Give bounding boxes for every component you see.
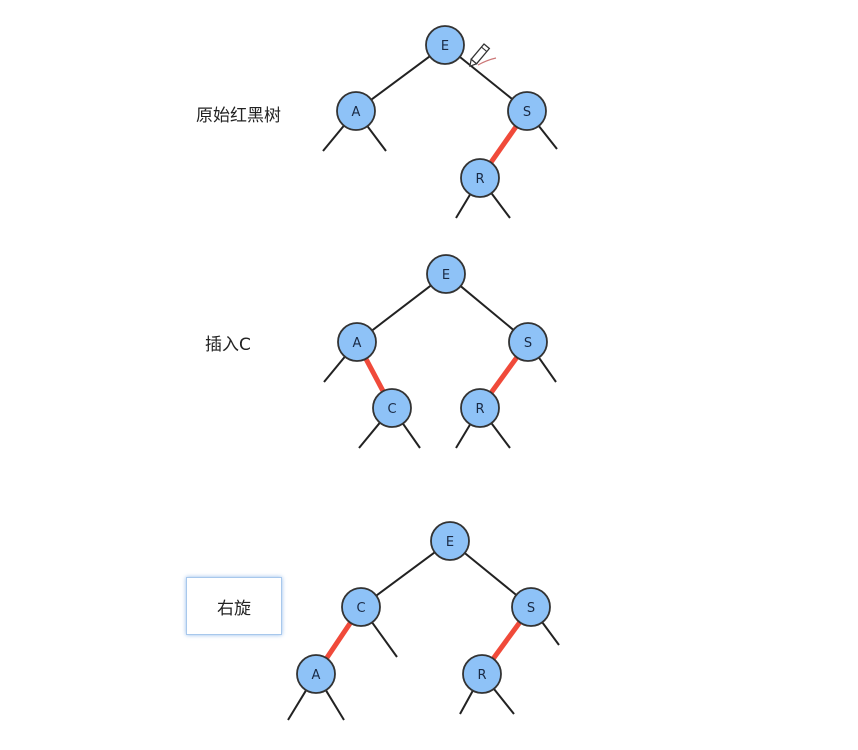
- node-r: [462, 654, 502, 694]
- node-label-r: R: [475, 402, 484, 417]
- null-link-r-1: [490, 684, 515, 715]
- null-link-a-0: [322, 121, 348, 152]
- node-label-a: A: [312, 668, 321, 683]
- node-label-a: A: [352, 105, 361, 120]
- node-label-c: C: [387, 402, 396, 417]
- node-c: [341, 587, 381, 627]
- null-link-r-1: [487, 188, 511, 219]
- node-label-r: R: [477, 668, 486, 683]
- red-link-s-r: [486, 352, 522, 398]
- black-link-e-a: [368, 282, 435, 334]
- node-a: [336, 91, 376, 131]
- node-s: [507, 91, 547, 131]
- black-link-e-s: [456, 53, 516, 103]
- null-link-c-0: [358, 418, 384, 449]
- tree-insert: E A S C R: [323, 254, 557, 449]
- red-link-s-r: [488, 617, 525, 664]
- node-label-e: E: [446, 535, 454, 550]
- null-link-a-1: [322, 685, 345, 721]
- node-label-c: C: [356, 601, 365, 616]
- label-insert-c: 插入C: [205, 335, 251, 355]
- null-link-a-0: [287, 685, 310, 721]
- node-a: [337, 322, 377, 362]
- node-a: [296, 654, 336, 694]
- rotate-right-label: 右旋: [217, 598, 251, 619]
- node-label-e: E: [442, 268, 450, 283]
- node-label-s: S: [527, 601, 535, 616]
- null-link-s-0: [535, 121, 558, 150]
- null-link-a-1: [363, 121, 387, 152]
- null-link-c-1: [399, 419, 421, 449]
- node-label-a: A: [353, 336, 362, 351]
- null-link-c-0: [368, 617, 398, 658]
- black-link-e-s: [461, 549, 520, 599]
- pencil-icon: [469, 43, 491, 68]
- node-e: [425, 25, 465, 65]
- node-label-e: E: [441, 39, 449, 54]
- pencil-stroke: [477, 57, 497, 66]
- node-r: [460, 158, 500, 198]
- node-s: [508, 322, 548, 362]
- node-label-r: R: [475, 172, 484, 187]
- label-original-tree: 原始红黑树: [196, 106, 281, 126]
- node-r: [460, 388, 500, 428]
- red-link-c-a: [322, 618, 355, 663]
- node-label-s: S: [524, 336, 532, 351]
- red-link-a-c: [361, 354, 388, 396]
- black-link-e-c: [372, 549, 439, 599]
- tree-original: E A S R: [322, 25, 558, 219]
- null-link-a-0: [323, 352, 349, 383]
- rotate-right-button[interactable]: 右旋: [186, 577, 282, 635]
- node-c: [372, 388, 412, 428]
- node-e: [430, 521, 470, 561]
- null-link-r-1: [487, 418, 511, 449]
- red-link-s-r: [486, 122, 521, 167]
- node-label-s: S: [523, 105, 531, 120]
- black-link-e-a: [367, 53, 434, 103]
- null-link-s-0: [535, 353, 557, 383]
- node-e: [426, 254, 466, 294]
- black-link-e-s: [457, 282, 517, 334]
- node-s: [511, 587, 551, 627]
- tree-rotate: E C S A R: [287, 521, 560, 721]
